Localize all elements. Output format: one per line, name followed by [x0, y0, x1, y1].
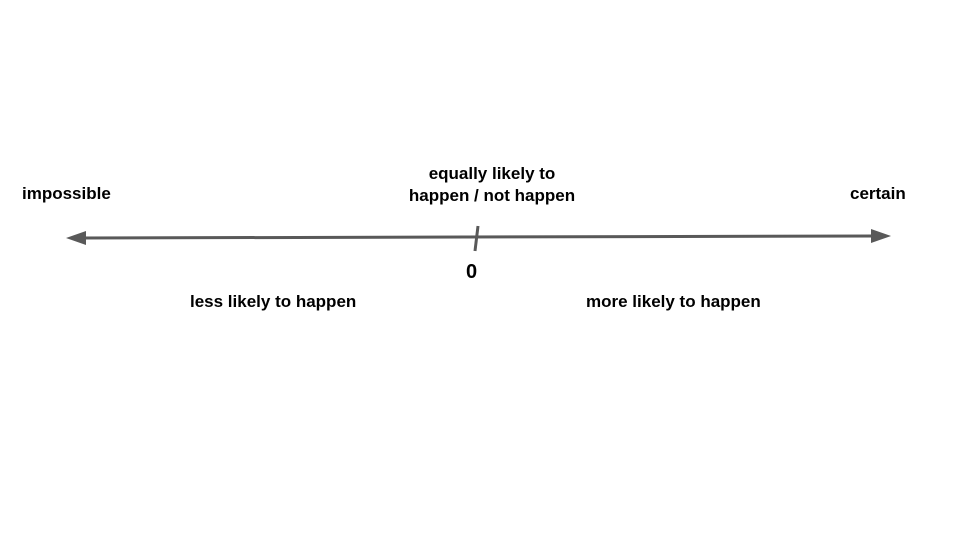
left-arrowhead [66, 231, 86, 245]
equally-likely-label-line2: happen / not happen [408, 186, 576, 205]
more-likely-label: more likely to happen [586, 292, 761, 311]
equally-likely-label: equally likely to happen / not happen [392, 163, 592, 207]
right-arrowhead [871, 229, 891, 243]
equally-likely-label-line1: equally likely to [428, 164, 556, 183]
less-likely-label: less likely to happen [190, 292, 357, 311]
impossible-label: impossible [22, 184, 111, 203]
midpoint-value-label: 0 [466, 261, 478, 283]
certain-label: certain [850, 184, 906, 203]
midpoint-tick [473, 225, 480, 252]
